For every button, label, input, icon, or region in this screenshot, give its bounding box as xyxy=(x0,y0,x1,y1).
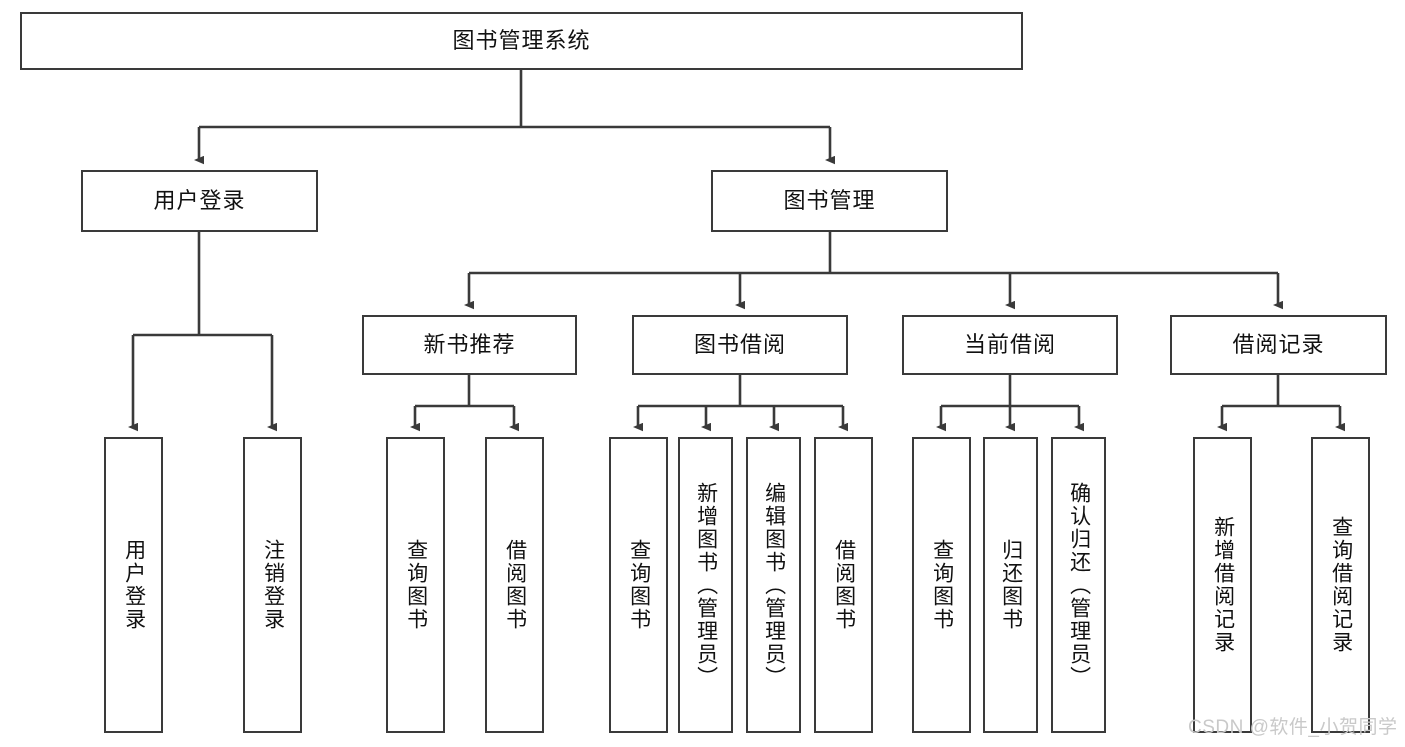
node-label: 归还图书 xyxy=(999,539,1023,631)
node-label: 新增借阅记录 xyxy=(1211,516,1235,654)
node-user-login[interactable]: 用户登录 xyxy=(81,170,318,232)
node-label: 用户登录 xyxy=(122,539,146,631)
node-label: 图书管理 xyxy=(783,187,876,213)
csdn-watermark: CSDN @软件_小贺同学 xyxy=(1188,717,1398,738)
node-new-book-recommendation[interactable]: 新书推荐 xyxy=(362,315,577,375)
node-label: 借阅记录 xyxy=(1232,331,1325,357)
node-current-borrowing[interactable]: 当前借阅 xyxy=(902,315,1118,375)
node-label: 当前借阅 xyxy=(963,331,1056,357)
node-label: 借阅图书 xyxy=(503,539,527,631)
leaf-logout[interactable]: 注销登录 xyxy=(243,437,302,733)
node-book-management[interactable]: 图书管理 xyxy=(711,170,948,232)
leaf-query-books-current[interactable]: 查询图书 xyxy=(912,437,971,733)
node-label: 注销登录 xyxy=(261,539,285,631)
leaf-edit-book-admin[interactable]: 编辑图书（管理员） xyxy=(746,437,801,733)
leaf-borrow-books-recommendation[interactable]: 借阅图书 xyxy=(485,437,544,733)
node-label: 借阅图书 xyxy=(832,539,856,631)
node-label: 查询图书 xyxy=(930,539,954,631)
node-root-book-management-system[interactable]: 图书管理系统 xyxy=(20,12,1023,70)
node-book-borrowing[interactable]: 图书借阅 xyxy=(632,315,848,375)
node-label: 确认归还（管理员） xyxy=(1067,481,1091,689)
leaf-borrow-books-borrowing[interactable]: 借阅图书 xyxy=(814,437,873,733)
node-label: 新书推荐 xyxy=(423,331,516,357)
node-label: 图书借阅 xyxy=(693,331,786,357)
leaf-confirm-return-admin[interactable]: 确认归还（管理员） xyxy=(1051,437,1106,733)
node-label: 查询图书 xyxy=(627,539,651,631)
leaf-query-borrowing-record[interactable]: 查询借阅记录 xyxy=(1311,437,1370,733)
node-borrowing-records[interactable]: 借阅记录 xyxy=(1170,315,1387,375)
leaf-add-borrowing-record[interactable]: 新增借阅记录 xyxy=(1193,437,1252,733)
node-label: 编辑图书（管理员） xyxy=(762,481,786,689)
leaf-query-books-recommendation[interactable]: 查询图书 xyxy=(386,437,445,733)
leaf-query-books-borrowing[interactable]: 查询图书 xyxy=(609,437,668,733)
node-label: 新增图书（管理员） xyxy=(694,481,718,689)
node-label: 用户登录 xyxy=(153,187,246,213)
node-label: 查询借阅记录 xyxy=(1329,516,1353,654)
leaf-user-login[interactable]: 用户登录 xyxy=(104,437,163,733)
leaf-add-book-admin[interactable]: 新增图书（管理员） xyxy=(678,437,733,733)
node-label: 图书管理系统 xyxy=(452,27,591,53)
leaf-return-books[interactable]: 归还图书 xyxy=(983,437,1038,733)
node-label: 查询图书 xyxy=(404,539,428,631)
